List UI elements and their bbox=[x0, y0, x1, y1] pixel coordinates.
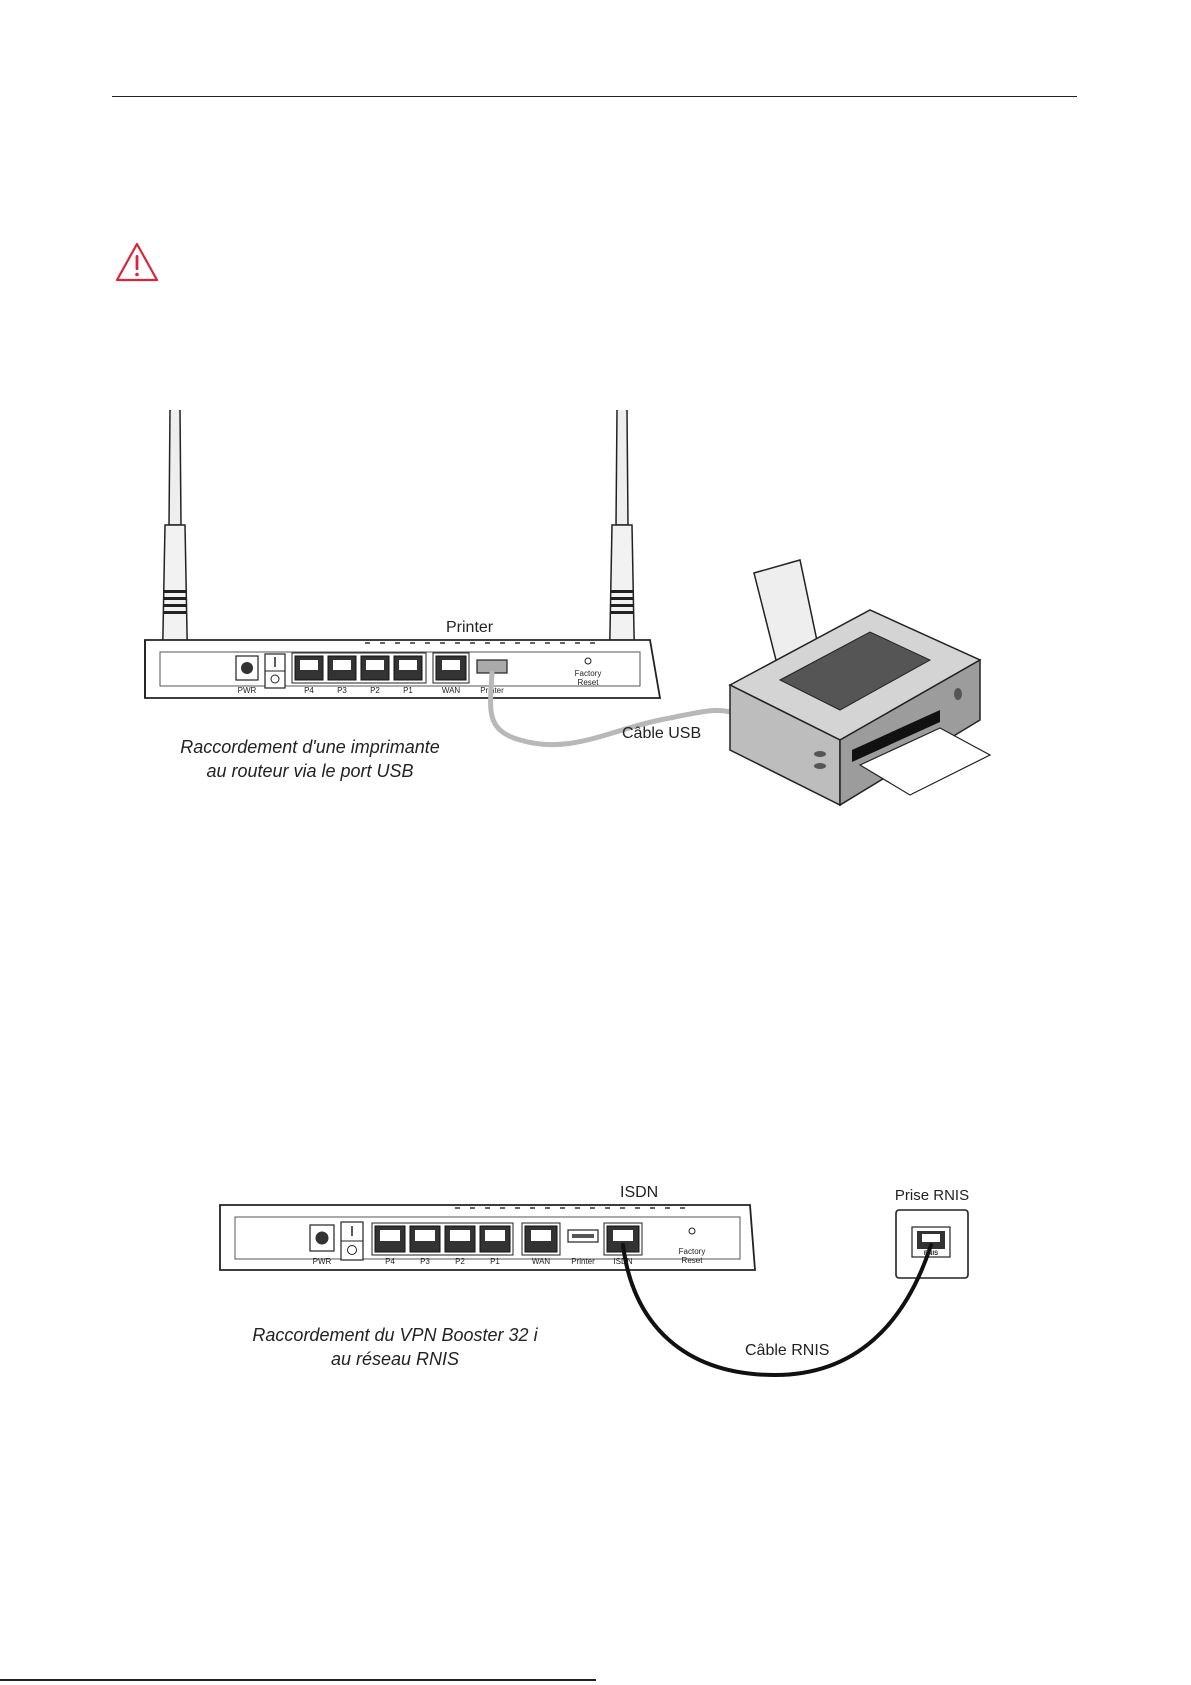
figure-router-printer: PWR P4 P3 P2 P1 WAN Printer Factory Rese… bbox=[140, 410, 1060, 860]
isdn-port-label-pwr: PWR bbox=[313, 1257, 332, 1266]
isdn-port-label-p4: P4 bbox=[385, 1257, 395, 1266]
isdn-port-label-p2: P2 bbox=[455, 1257, 465, 1266]
port-label-pwr: PWR bbox=[238, 686, 257, 695]
isdn-cable-label: Câble RNIS bbox=[745, 1342, 829, 1359]
footer-rule bbox=[0, 1679, 596, 1681]
figure-router-isdn: PWR P4 P3 P2 P1 WAN Printer ISDN Factory… bbox=[215, 1175, 1015, 1405]
socket-title: Prise RNIS bbox=[895, 1187, 969, 1204]
printer-illustration bbox=[730, 560, 990, 805]
isdn-port-label-reset: Reset bbox=[682, 1256, 704, 1265]
isdn-port-label-printer: Printer bbox=[571, 1257, 595, 1266]
port-label-factory: Factory bbox=[575, 669, 602, 678]
usb-cable-label: Câble USB bbox=[622, 725, 701, 742]
figure2-caption-line2: au réseau RNIS bbox=[215, 1347, 575, 1371]
figure1-caption-line2: au routeur via le port USB bbox=[140, 759, 480, 783]
port-label-p2: P2 bbox=[370, 686, 380, 695]
port-label-reset: Reset bbox=[578, 678, 600, 687]
port-label-p3: P3 bbox=[337, 686, 347, 695]
isdn-port-label-wan: WAN bbox=[532, 1257, 551, 1266]
warning-icon bbox=[114, 241, 160, 283]
port-label-p4: P4 bbox=[304, 686, 314, 695]
figure1-caption-line1: Raccordement d'une imprimante bbox=[140, 735, 480, 759]
printer-port-callout: Printer bbox=[446, 619, 494, 636]
port-label-wan: WAN bbox=[442, 686, 461, 695]
isdn-port-label-factory: Factory bbox=[679, 1247, 706, 1256]
isdn-port-callout: ISDN bbox=[620, 1184, 658, 1201]
isdn-port-label-p3: P3 bbox=[420, 1257, 430, 1266]
figure2-caption-line1: Raccordement du VPN Booster 32 i bbox=[215, 1323, 575, 1347]
port-label-p1: P1 bbox=[403, 686, 413, 695]
header-rule bbox=[112, 96, 1077, 97]
isdn-port-label-p1: P1 bbox=[490, 1257, 500, 1266]
router-isdn-rear-panel bbox=[220, 1205, 755, 1270]
